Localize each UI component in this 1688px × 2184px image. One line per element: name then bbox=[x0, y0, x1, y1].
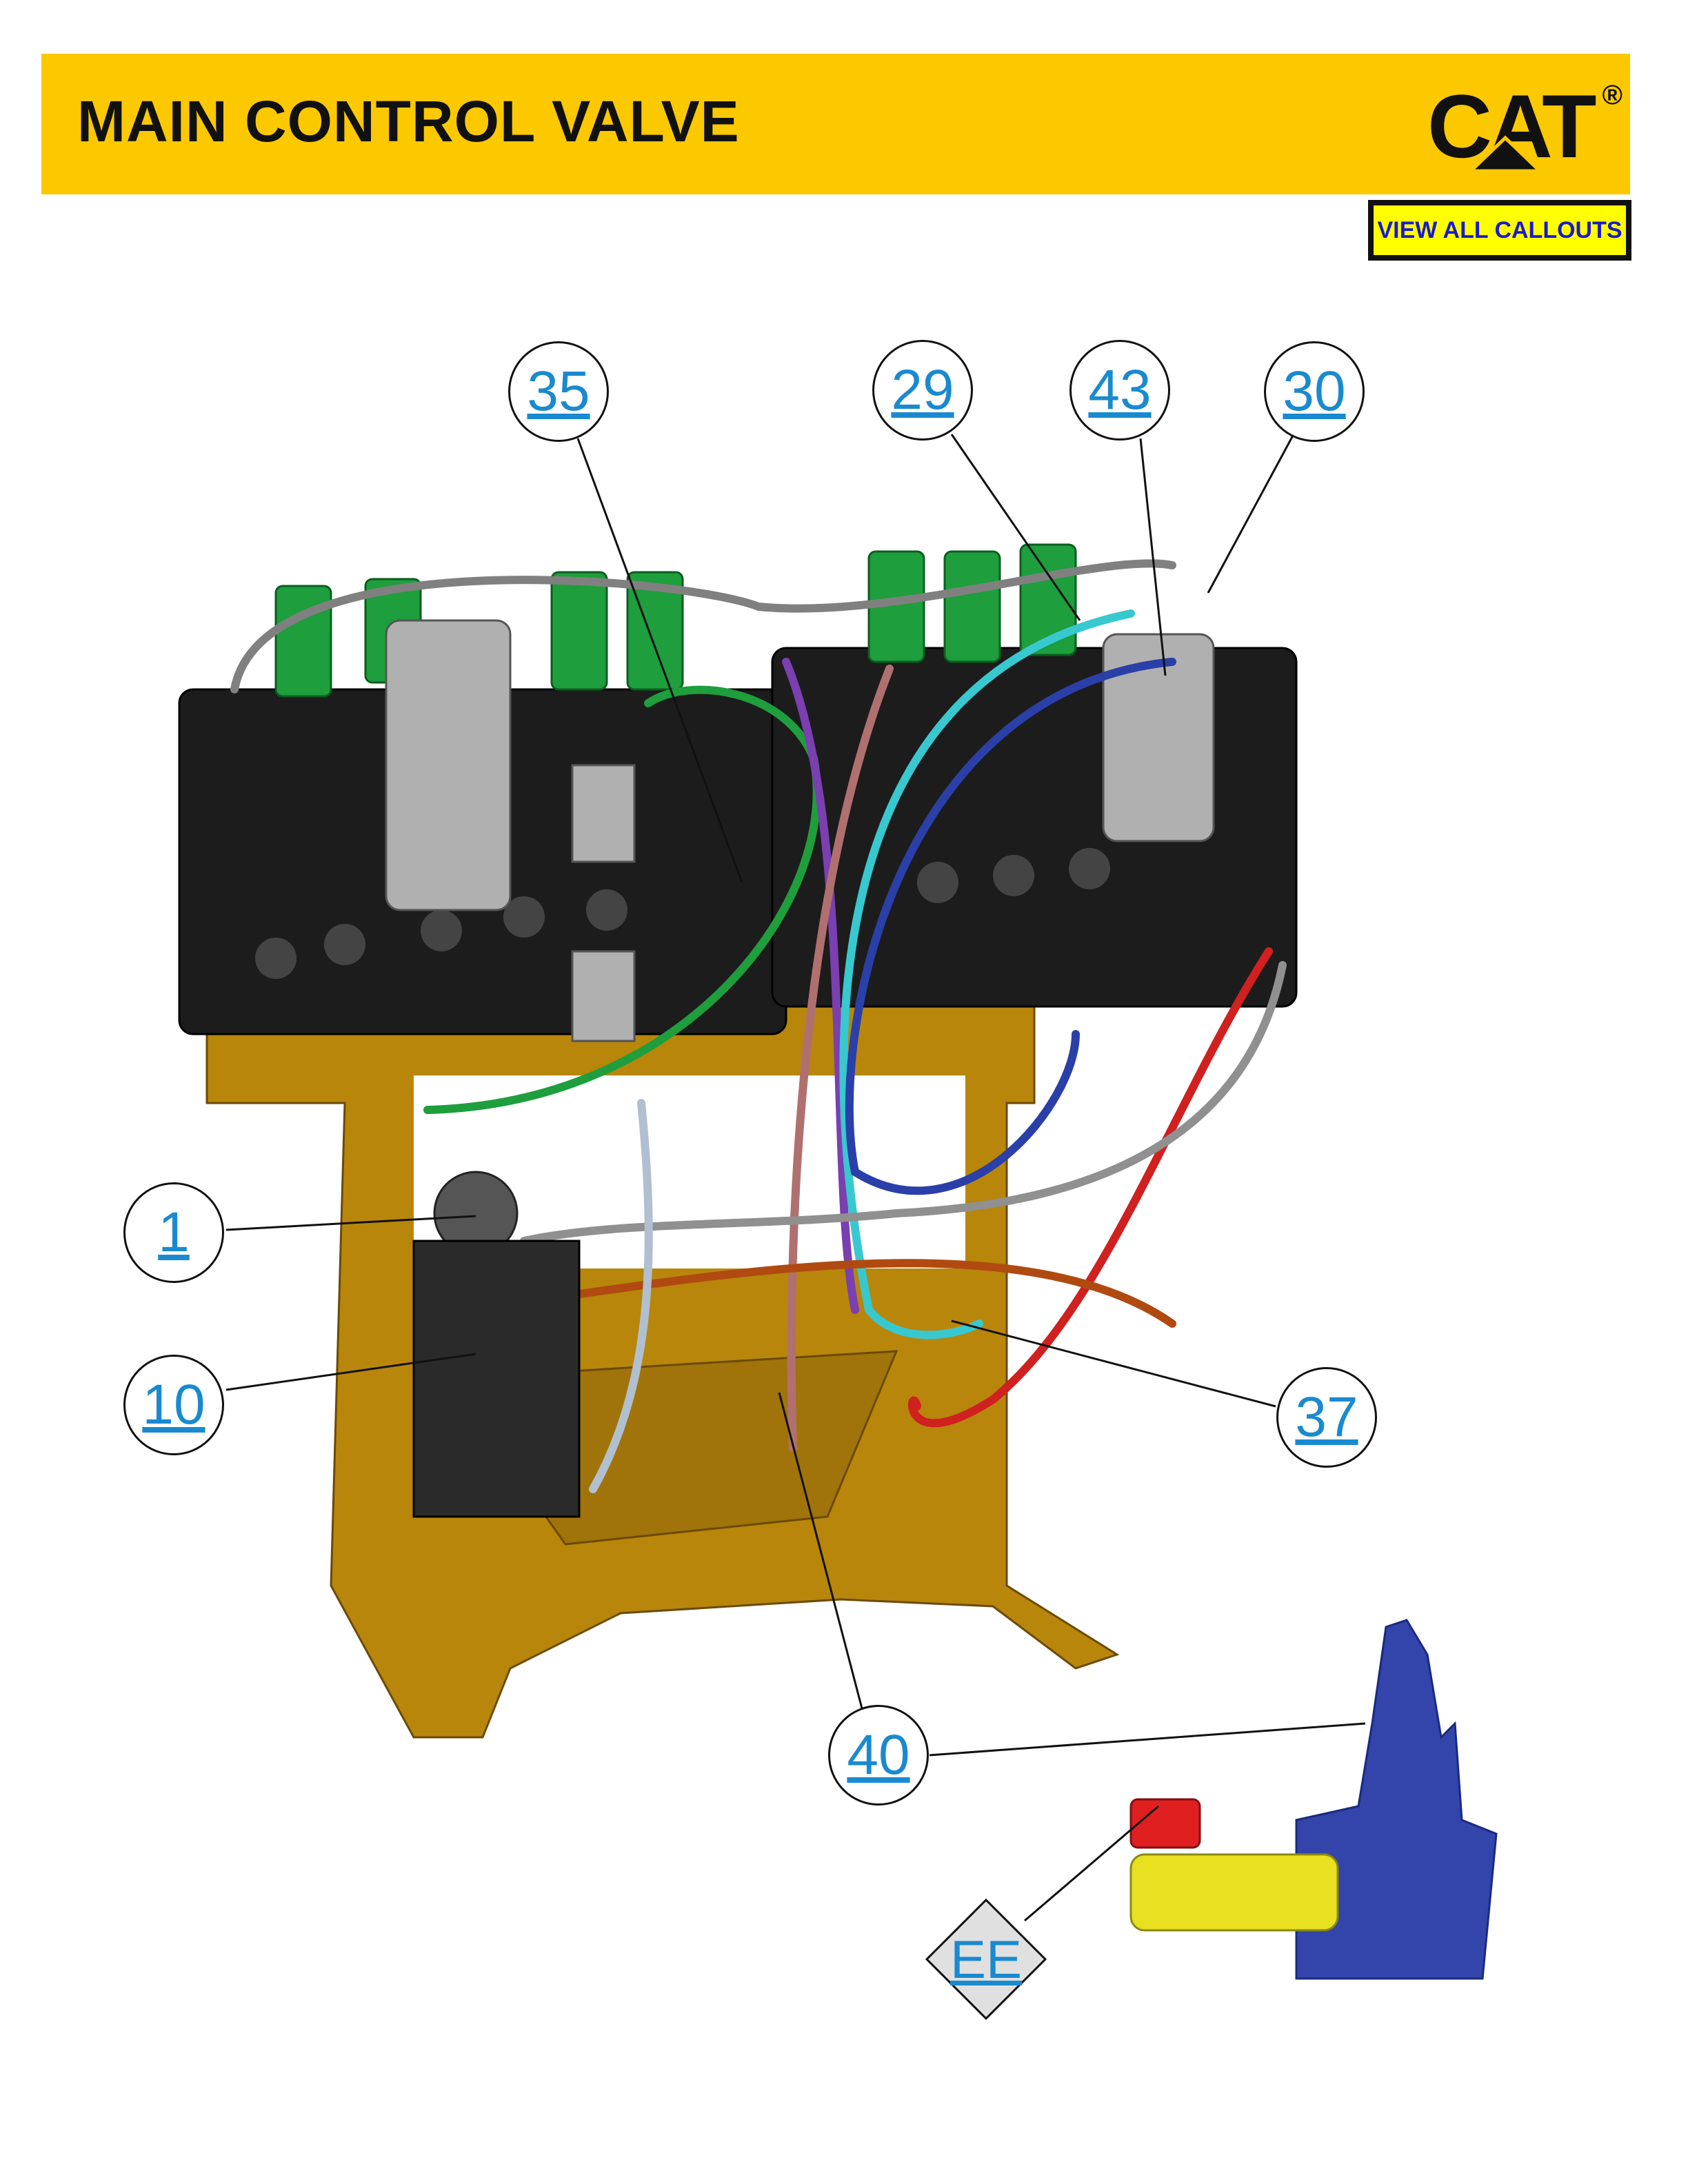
header-bar: MAIN CONTROL VALVE CAT ® bbox=[41, 54, 1630, 194]
valve-plates bbox=[385, 619, 1215, 1042]
section-marker-diamond bbox=[925, 1898, 1047, 2021]
page-title: MAIN CONTROL VALVE bbox=[77, 89, 740, 154]
callout-29[interactable]: 29 bbox=[872, 340, 973, 441]
section-marker-ee[interactable]: EE bbox=[950, 1928, 1023, 1990]
callout-35[interactable]: 35 bbox=[508, 341, 609, 442]
detail-ee-valve bbox=[1129, 1619, 1498, 1980]
valve-ports bbox=[255, 848, 1110, 979]
view-all-callouts-button[interactable]: VIEW ALL CALLOUTS bbox=[1368, 200, 1631, 261]
callout-30[interactable]: 30 bbox=[1264, 341, 1365, 442]
callout-40[interactable]: 40 bbox=[828, 1705, 929, 1806]
side-valve bbox=[412, 1240, 581, 1518]
leader-lines bbox=[225, 434, 1366, 1922]
callout-43[interactable]: 43 bbox=[1069, 340, 1170, 441]
callout-1[interactable]: 1 bbox=[123, 1182, 224, 1283]
hoses bbox=[230, 559, 1287, 1493]
callout-10[interactable]: 10 bbox=[123, 1355, 224, 1455]
callout-37[interactable]: 37 bbox=[1276, 1367, 1377, 1468]
registered-mark: ® bbox=[1602, 80, 1623, 110]
